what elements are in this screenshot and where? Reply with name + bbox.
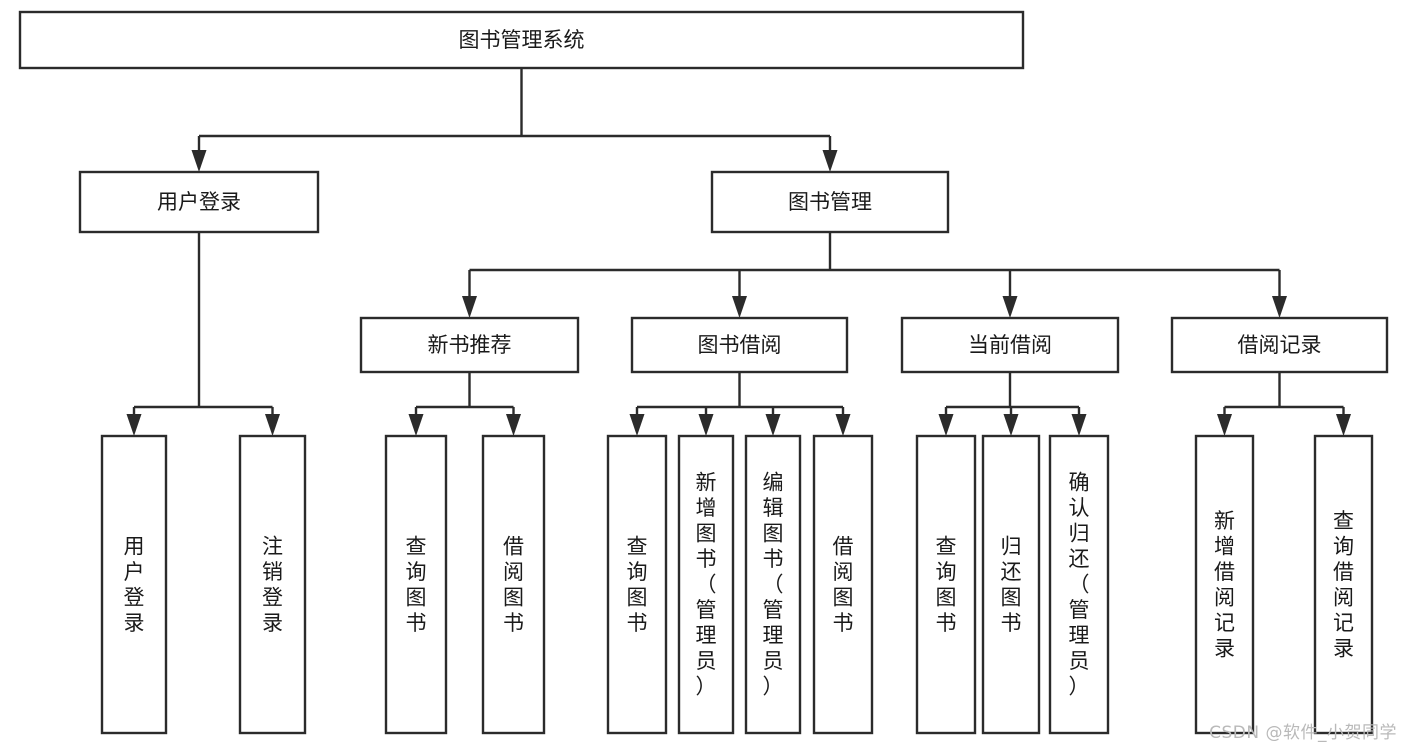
leaf-arrow-3-0-head [1217,414,1232,436]
node-label-current-borrow: 当前借阅 [968,333,1052,357]
node-box-leaf-add-record [1194,434,1255,735]
node-label-leaf-query-book-2: 查询图书 [627,534,648,635]
node-book-borrow[interactable]: 图书借阅 [630,316,849,374]
leaf-arrow-1-3-head [835,414,851,436]
node-box-book-manage [710,170,950,234]
leaf-arrow-1-1-head [698,414,714,436]
node-box-leaf-return-book [981,434,1041,735]
node-label-user-login: 用户登录 [157,190,241,214]
node-layer: 图书管理系统用户登录图书管理新书推荐图书借阅当前借阅借阅记录用户登录注销登录查询… [18,10,1389,735]
node-label-leaf-edit-book: 编辑图书（管理员） [763,471,784,699]
node-box-leaf-confirm-return [1048,434,1110,735]
node-box-leaf-borrow-book-1 [481,434,546,735]
leaf-arrow-0-0-head [408,414,424,436]
node-new-book-recommend[interactable]: 新书推荐 [359,316,580,374]
node-label-leaf-query-record: 查询借阅记录 [1333,509,1354,661]
node-leaf-borrow-book-1[interactable]: 借阅图书 [481,434,546,735]
node-leaf-edit-book[interactable]: 编辑图书（管理员） [744,434,802,735]
node-label-leaf-user-login: 用户登录 [124,534,145,635]
node-root[interactable]: 图书管理系统 [18,10,1025,70]
node-box-leaf-query-record [1313,434,1374,735]
level2-arrow-2-head [1002,296,1018,318]
node-box-leaf-query-book-2 [606,434,668,735]
node-box-leaf-borrow-book-2 [812,434,874,735]
node-box-borrow-record [1170,316,1389,374]
node-box-user-login [78,170,320,234]
node-label-borrow-record: 借阅记录 [1238,333,1322,357]
node-box-root [18,10,1025,70]
node-box-leaf-user-login [100,434,168,735]
node-leaf-query-book-1[interactable]: 查询图书 [384,434,448,735]
node-label-leaf-borrow-book-2: 借阅图书 [833,534,854,635]
level2-arrow-3-head [1272,296,1287,318]
node-box-new-book-recommend [359,316,580,374]
node-label-leaf-query-book-3: 查询图书 [936,534,957,635]
node-book-manage[interactable]: 图书管理 [710,170,950,234]
login-leaf-arrow-0-head [126,414,142,436]
node-label-leaf-add-record: 新增借阅记录 [1214,509,1235,661]
node-box-current-borrow [900,316,1120,374]
leaf-arrow-3-1-head [1336,414,1351,436]
node-label-leaf-confirm-return: 确认归还（管理员） [1069,471,1090,699]
node-box-leaf-query-book-1 [384,434,448,735]
leaf-arrow-1-0-head [629,414,645,436]
node-leaf-user-login[interactable]: 用户登录 [100,434,168,735]
leaf-arrow-2-0-head [938,414,954,436]
node-label-book-borrow: 图书借阅 [698,333,782,357]
node-label-leaf-borrow-book-1: 借阅图书 [503,534,524,635]
level1-arrow-1-head [822,150,838,172]
node-label-root: 图书管理系统 [459,28,585,52]
node-current-borrow[interactable]: 当前借阅 [900,316,1120,374]
node-borrow-record[interactable]: 借阅记录 [1170,316,1389,374]
leaf-arrow-2-2-head [1071,414,1087,436]
node-leaf-user-logout[interactable]: 注销登录 [238,434,307,735]
node-label-leaf-query-book-1: 查询图书 [406,534,427,635]
node-leaf-add-record[interactable]: 新增借阅记录 [1194,434,1255,735]
level2-arrow-0-head [462,296,477,318]
csdn-watermark: CSDN @软件_小贺同学 [1209,723,1397,743]
node-label-leaf-add-book: 新增图书（管理员） [696,471,717,699]
level1-arrow-0-head [191,150,207,172]
node-label-leaf-user-logout: 注销登录 [262,534,283,635]
node-leaf-borrow-book-2[interactable]: 借阅图书 [812,434,874,735]
node-leaf-query-book-3[interactable]: 查询图书 [915,434,977,735]
node-label-leaf-return-book: 归还图书 [1001,534,1022,635]
level2-arrow-1-head [732,296,747,318]
connector-layer [126,68,1351,436]
node-leaf-confirm-return[interactable]: 确认归还（管理员） [1048,434,1110,735]
node-box-leaf-edit-book [744,434,802,735]
leaf-arrow-1-2-head [765,414,781,436]
node-box-book-borrow [630,316,849,374]
leaf-arrow-0-1-head [506,414,521,436]
login-leaf-arrow-1-head [265,414,280,436]
node-leaf-query-book-2[interactable]: 查询图书 [606,434,668,735]
node-label-new-book-recommend: 新书推荐 [428,333,512,357]
node-leaf-return-book[interactable]: 归还图书 [981,434,1041,735]
node-box-leaf-add-book [677,434,735,735]
node-box-leaf-user-logout [238,434,307,735]
node-leaf-add-book[interactable]: 新增图书（管理员） [677,434,735,735]
node-user-login[interactable]: 用户登录 [78,170,320,234]
node-leaf-query-record[interactable]: 查询借阅记录 [1313,434,1374,735]
leaf-arrow-2-1-head [1003,414,1019,436]
node-label-book-manage: 图书管理 [788,190,872,214]
node-box-leaf-query-book-3 [915,434,977,735]
